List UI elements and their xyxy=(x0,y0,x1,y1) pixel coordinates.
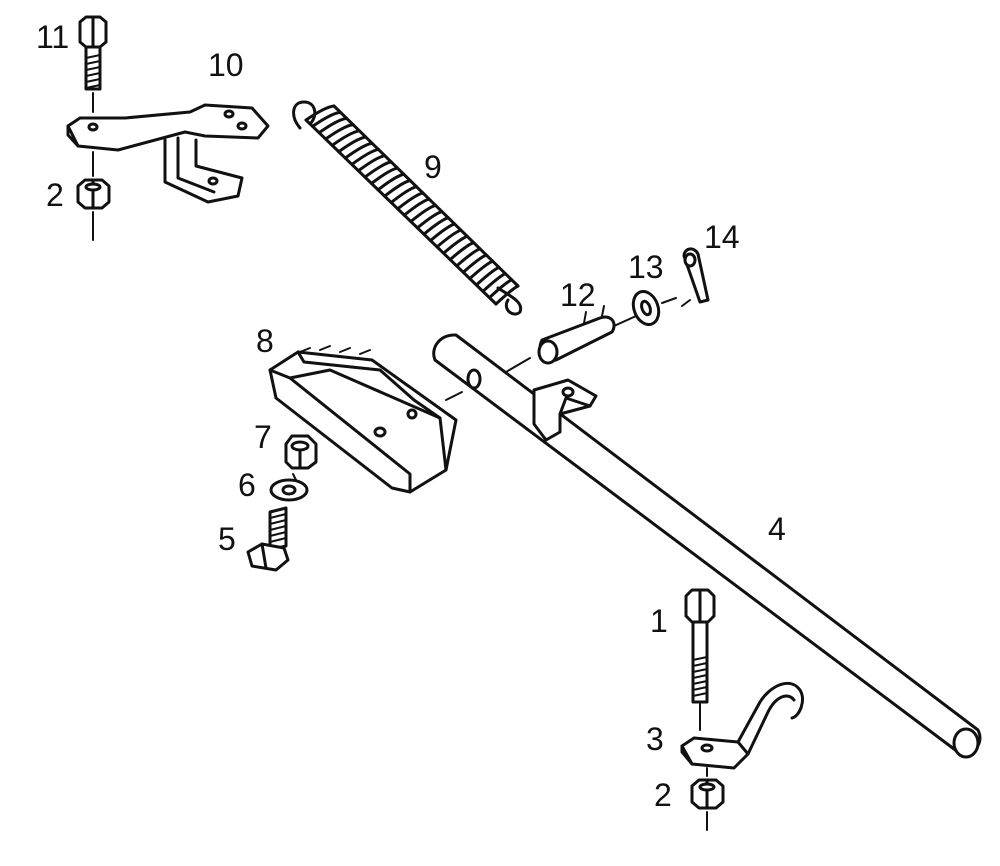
spring-coil xyxy=(494,284,520,306)
part-11-bolt xyxy=(78,15,108,113)
part-12-pin xyxy=(537,305,637,365)
spring-coil xyxy=(376,172,406,192)
spring-coil xyxy=(311,110,342,128)
part-5-bolt xyxy=(246,506,290,572)
spring-coil xyxy=(442,234,469,255)
spring-coil xyxy=(409,203,438,224)
spring-coil xyxy=(468,259,495,281)
label-1: 1 xyxy=(650,603,668,639)
label-14: 14 xyxy=(704,219,740,255)
callout-labels: 11 10 9 2 14 13 12 8 7 6 5 4 1 3 2 xyxy=(36,19,786,813)
spring-coil xyxy=(487,278,514,300)
label-10: 10 xyxy=(208,47,244,83)
spring-coil xyxy=(448,241,476,262)
label-9: 9 xyxy=(424,149,442,185)
spring-coil xyxy=(350,147,380,166)
label-11: 11 xyxy=(36,19,69,55)
spring-coil xyxy=(415,210,444,230)
spring-coil xyxy=(356,154,387,173)
spring-coil xyxy=(422,216,450,236)
part-14-split-pin xyxy=(681,247,710,307)
label-2-bottom: 2 xyxy=(654,777,672,813)
part-4-rod xyxy=(432,333,982,759)
spring-coil xyxy=(428,222,457,243)
spring-coil xyxy=(474,265,501,287)
label-5: 5 xyxy=(218,521,236,557)
part-7-nut xyxy=(284,434,318,470)
spring-coil xyxy=(461,253,488,274)
label-2-top: 2 xyxy=(46,177,64,213)
spring-coil xyxy=(383,178,412,198)
spring-coil xyxy=(396,191,425,211)
spring-coil xyxy=(337,135,368,154)
part-6-washer xyxy=(269,473,309,502)
spring-coil xyxy=(389,185,418,204)
part-9-spring xyxy=(292,100,523,316)
label-12: 12 xyxy=(560,277,596,313)
spring-coil xyxy=(370,166,399,185)
spring-coils xyxy=(304,104,520,306)
label-3: 3 xyxy=(646,721,664,757)
part-2-nut-bottom xyxy=(690,778,725,831)
part-13-washer xyxy=(631,290,677,326)
part-3-hook-plate xyxy=(680,681,804,777)
label-8: 8 xyxy=(256,323,274,359)
spring-coil xyxy=(481,272,507,293)
label-7: 7 xyxy=(254,419,272,455)
part-1-bolt xyxy=(684,588,716,731)
spring-coil xyxy=(435,228,463,249)
spring-coil xyxy=(455,247,482,268)
spring-coil xyxy=(317,116,349,135)
label-6: 6 xyxy=(238,467,256,503)
part-10-bracket xyxy=(66,103,270,204)
label-4: 4 xyxy=(768,511,786,547)
spring-coil xyxy=(343,141,374,160)
spring-coil xyxy=(363,160,393,179)
spring-coil xyxy=(402,197,431,217)
part-8-channel-bracket xyxy=(268,345,463,494)
spring-coil xyxy=(324,123,355,141)
spring-coil xyxy=(330,129,361,147)
part-2-nut-top xyxy=(76,178,111,241)
spring-coil xyxy=(304,104,336,122)
label-13: 13 xyxy=(628,249,664,285)
